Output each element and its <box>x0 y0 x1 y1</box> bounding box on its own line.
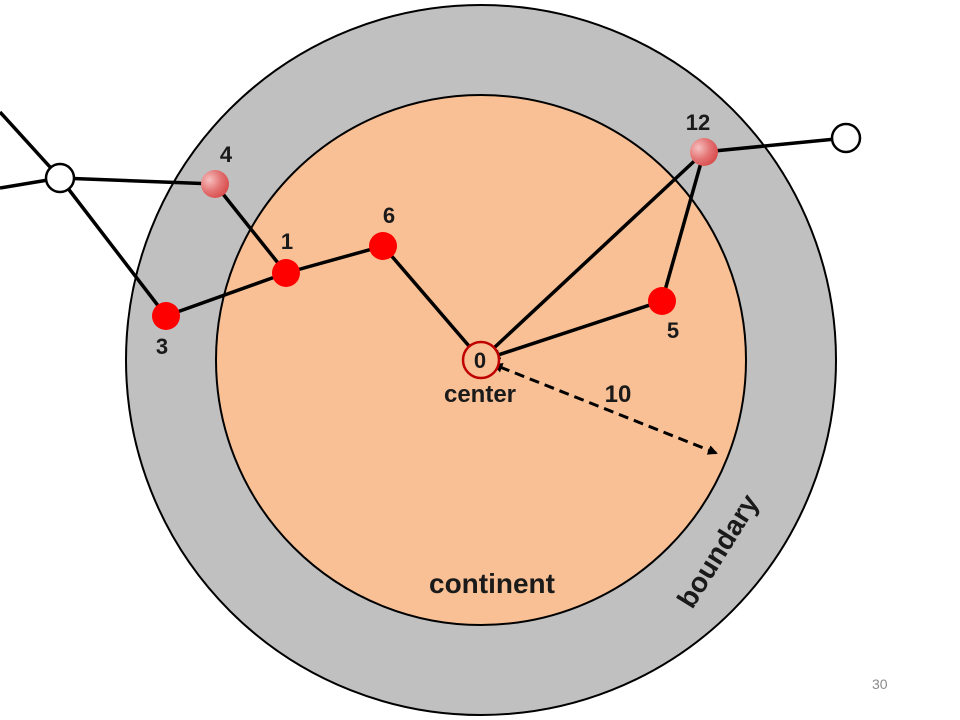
label-node-12: 12 <box>686 110 710 135</box>
node-4 <box>201 170 229 198</box>
edges <box>0 110 847 362</box>
edge-3-1 <box>165 271 287 318</box>
label-node-6: 6 <box>383 203 395 228</box>
node-1 <box>272 259 300 287</box>
edge-junction-3 <box>58 176 168 318</box>
node-5 <box>648 287 676 315</box>
edge-junction-4 <box>59 176 216 186</box>
edge-12-5 <box>660 151 706 302</box>
node-12 <box>690 138 718 166</box>
edge-5-0-arrow <box>490 299 663 360</box>
edge-0-12 <box>479 150 706 362</box>
label-node-5: 5 <box>667 318 679 343</box>
outside-node-right <box>830 122 862 154</box>
outside-node-junction <box>44 162 76 194</box>
label-node-1: 1 <box>281 229 293 254</box>
node-6 <box>369 232 397 260</box>
radius-label: 10 <box>605 381 632 408</box>
edge-6-0 <box>381 244 483 362</box>
label-node-0: 0 <box>474 348 486 373</box>
node-3 <box>152 302 180 330</box>
label-node-4: 4 <box>220 142 233 167</box>
slide-number: 30 <box>872 676 888 692</box>
center-label: center <box>444 381 516 408</box>
radius-arrow <box>492 363 718 455</box>
node-0-center <box>461 340 501 380</box>
edge-12-outside <box>703 136 847 154</box>
edge-4-1 <box>213 182 288 275</box>
edge-1-6 <box>285 244 384 275</box>
continent-label: continent <box>429 568 555 599</box>
label-node-3: 3 <box>156 334 168 359</box>
